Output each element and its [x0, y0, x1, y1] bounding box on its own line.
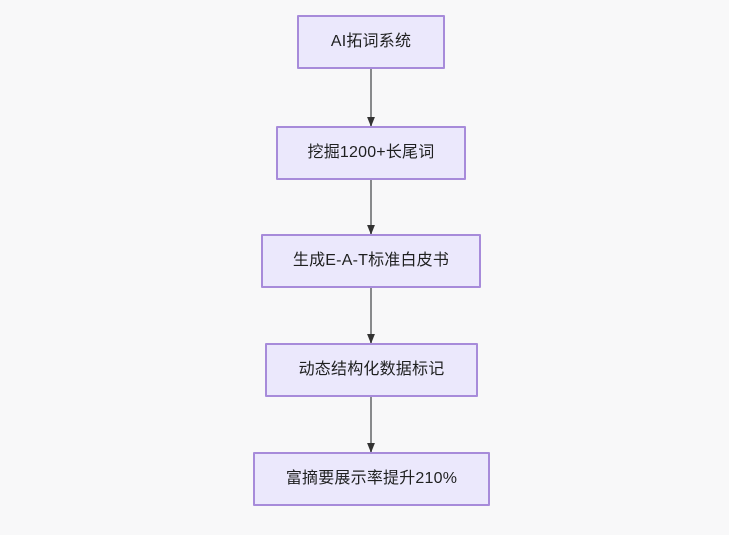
flow-node-ai-keyword-system[interactable]: AI拓词系统 — [297, 15, 445, 69]
flow-node-label: AI拓词系统 — [330, 33, 412, 51]
flow-node-label: 生成E-A-T标准白皮书 — [292, 252, 450, 270]
flow-node-mine-longtail-keywords[interactable]: 挖掘1200+长尾词 — [276, 126, 466, 180]
flow-node-label: 挖掘1200+长尾词 — [307, 144, 435, 162]
flow-node-generate-eat-whitepaper[interactable]: 生成E-A-T标准白皮书 — [261, 234, 481, 288]
flow-node-rich-snippet-impression-lift[interactable]: 富摘要展示率提升210% — [253, 452, 490, 506]
flow-node-label: 动态结构化数据标记 — [298, 361, 445, 379]
flow-node-label: 富摘要展示率提升210% — [285, 470, 458, 488]
flow-node-dynamic-structured-data-markup[interactable]: 动态结构化数据标记 — [265, 343, 478, 397]
